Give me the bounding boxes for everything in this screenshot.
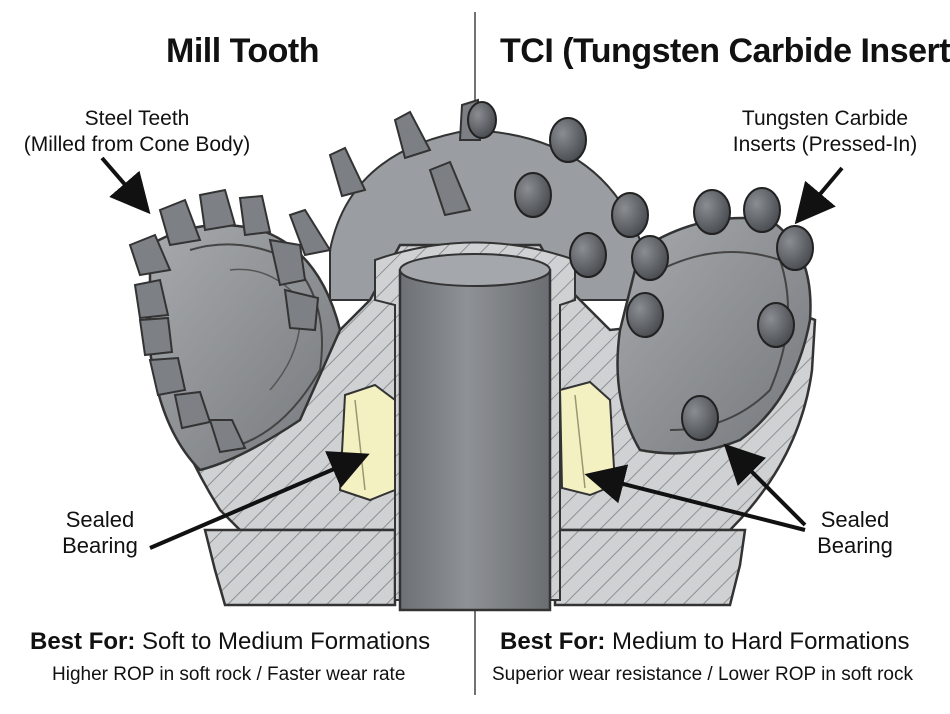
left-best-for-text: Soft to Medium Formations <box>142 628 431 655</box>
right-note: Superior wear resistance / Lower ROP in … <box>492 664 913 685</box>
left-note: Higher ROP in soft rock / Faster wear ra… <box>52 664 406 685</box>
right-best-for-prefix: Best For: <box>500 628 606 655</box>
arrow-steel-teeth <box>100 156 151 215</box>
left-bearing-label: Sealed Bearing <box>55 507 145 559</box>
central-shaft <box>374 241 576 612</box>
left-best-for-prefix: Best For: <box>30 628 136 655</box>
tci-cone <box>467 101 814 455</box>
steel-teeth-label-line2: (Milled from Cone Body) <box>23 133 251 156</box>
arrow-bearing-right-1 <box>584 464 806 532</box>
left-bearing-label-line2: Bearing <box>62 533 138 558</box>
arrow-carbide-inserts <box>794 166 844 225</box>
left-bearing-label-line1: Sealed <box>65 507 135 532</box>
sealed-bearing-left <box>338 383 396 502</box>
right-bearing-label: Sealed Bearing <box>810 507 900 559</box>
right-bearing-label-line2: Bearing <box>817 533 893 558</box>
steel-teeth <box>128 188 320 454</box>
left-title: Mill Tooth <box>166 32 319 70</box>
right-best-for: Best For: Medium to Hard Formations <box>500 628 909 656</box>
carbide-inserts-label: Tungsten Carbide Inserts (Pressed-In) <box>720 106 930 158</box>
carbide-inserts-label-line2: Inserts (Pressed-In) <box>732 133 918 156</box>
steel-teeth-label: Steel Teeth (Milled from Cone Body) <box>22 106 252 158</box>
arrow-bearing-right-2 <box>723 443 807 527</box>
left-best-for: Best For: Soft to Medium Formations <box>30 628 430 656</box>
carbide-inserts-label-line1: Tungsten Carbide <box>741 107 909 130</box>
mill-tooth-cone <box>128 188 342 472</box>
right-best-for-text: Medium to Hard Formations <box>612 628 910 655</box>
steel-teeth-label-line1: Steel Teeth <box>84 107 190 130</box>
carbide-inserts <box>467 101 814 441</box>
right-title: TCI (Tungsten Carbide Insert) <box>500 32 950 70</box>
right-bearing-label-line1: Sealed <box>820 507 890 532</box>
arrow-bearing-left <box>149 451 370 550</box>
bit-body-lower-right <box>553 528 747 607</box>
bit-body-lower-left <box>203 528 397 607</box>
